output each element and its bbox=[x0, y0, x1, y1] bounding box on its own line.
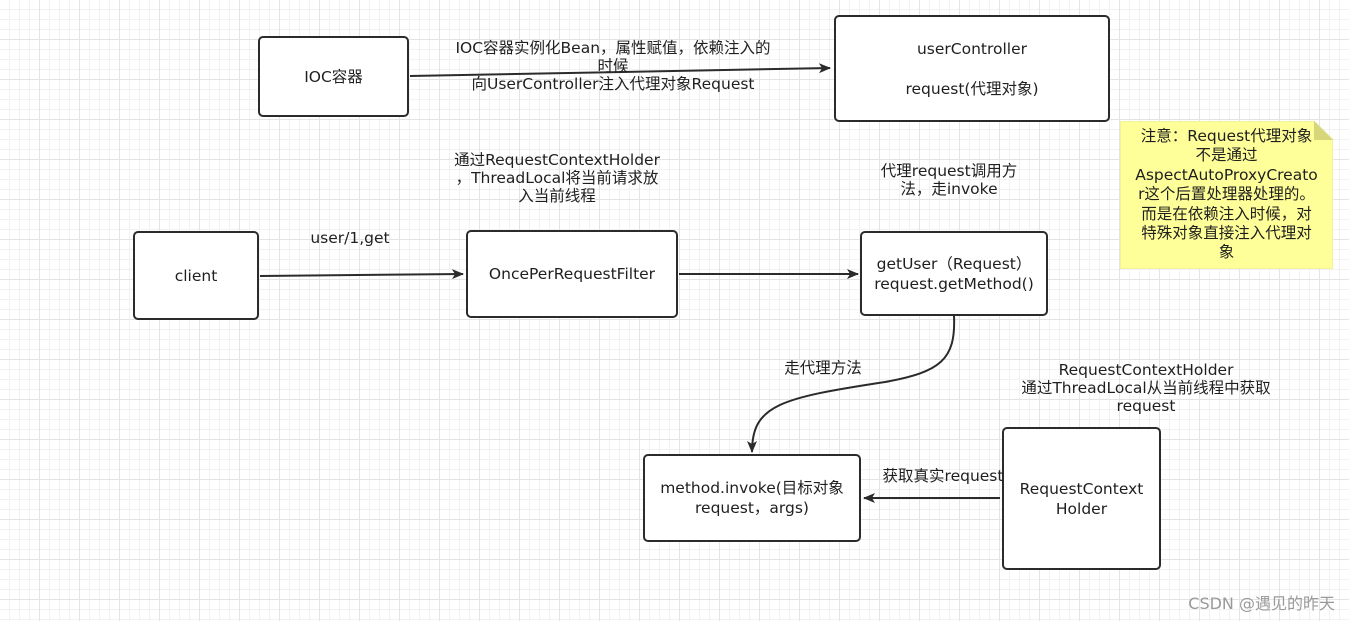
edge-client-to-filter bbox=[259, 269, 464, 280]
threadlocal-line2: ，ThreadLocal将当前请求放 bbox=[455, 169, 659, 187]
inject-label-line1: IOC容器实例化Bean，属性赋值，依赖注入的 bbox=[455, 39, 771, 57]
sticky-note-body bbox=[1120, 121, 1333, 269]
holder-desc-line1: RequestContextHolder bbox=[1058, 361, 1234, 379]
proxy-method-label: 走代理方法 bbox=[784, 359, 862, 377]
threadlocal-line3: 入当前线程 bbox=[518, 187, 596, 205]
user-controller-node[interactable]: userController request(代理对象) bbox=[834, 15, 1110, 122]
filter-label: OncePerRequestFilter bbox=[488, 265, 656, 283]
proxy-invoke-line2: 法，走invoke bbox=[900, 180, 998, 198]
note-line7: 象 bbox=[1218, 243, 1235, 262]
get-user-line1: getUser（Request） bbox=[876, 254, 1032, 273]
request-context-holder-node[interactable]: RequestContext Holder bbox=[1002, 427, 1161, 570]
method-invoke-node[interactable]: method.invoke(目标对象 request，args) bbox=[643, 454, 861, 542]
note-line3: AspectAutoProxyCreato bbox=[1135, 165, 1318, 184]
threadlocal-edge-label: 通过RequestContextHolder ，ThreadLocal将当前请求… bbox=[437, 151, 677, 205]
holder-description-label: RequestContextHolder 通过ThreadLocal从当前线程中… bbox=[1006, 361, 1286, 415]
ioc-container-label: IOC容器 bbox=[304, 67, 363, 86]
sticky-note-text: 注意：Request代理对象 不是通过 AspectAutoProxyCreat… bbox=[1120, 127, 1333, 263]
note-line6: 特殊对象直接注入代理对 bbox=[1141, 224, 1312, 243]
proxy-invoke-line1: 代理request调用方 bbox=[880, 162, 1018, 180]
method-invoke-line2: request，args) bbox=[695, 499, 809, 517]
filter-node[interactable]: OncePerRequestFilter bbox=[466, 230, 678, 318]
edge-ioc-to-usercontroller bbox=[409, 63, 831, 77]
edge-getuser-to-invoke bbox=[747, 315, 956, 453]
user-controller-field: request(代理对象) bbox=[905, 79, 1039, 98]
sticky-note-fold bbox=[1314, 121, 1333, 140]
sticky-note[interactable]: 注意：Request代理对象 不是通过 AspectAutoProxyCreat… bbox=[1120, 121, 1333, 269]
note-line2: 不是通过 bbox=[1195, 146, 1258, 165]
holder-line2: Holder bbox=[1055, 499, 1108, 518]
inject-label-line2: 时候 bbox=[597, 57, 629, 75]
sticky-note-shape bbox=[1120, 121, 1333, 269]
get-user-node[interactable]: getUser（Request） request.getMethod() bbox=[860, 231, 1048, 316]
holder-line1: RequestContext bbox=[1019, 479, 1144, 498]
client-node[interactable]: client bbox=[133, 231, 259, 320]
holder-desc-line3: request bbox=[1116, 397, 1176, 415]
csdn-watermark: CSDN @遇见的昨天 bbox=[1188, 594, 1335, 613]
method-invoke-line1: method.invoke(目标对象 bbox=[660, 479, 844, 497]
threadlocal-line1: 通过RequestContextHolder bbox=[454, 151, 660, 169]
real-request-label: 获取真实request bbox=[882, 467, 1004, 485]
note-line1: 注意：Request代理对象 bbox=[1140, 127, 1313, 145]
note-line5: 而是在依赖注入时候，对 bbox=[1141, 204, 1312, 223]
get-user-line2: request.getMethod() bbox=[874, 274, 1034, 293]
holder-desc-line2: 通过ThreadLocal从当前线程中获取 bbox=[1021, 379, 1271, 397]
note-line4: r这个后置处理器处理的。 bbox=[1138, 185, 1315, 204]
ioc-container-node[interactable]: IOC容器 bbox=[258, 36, 409, 117]
inject-label-line3: 向UserController注入代理对象Request bbox=[471, 75, 755, 93]
inject-edge-label: IOC容器实例化Bean，属性赋值，依赖注入的 时候 向UserControll… bbox=[430, 39, 796, 93]
user-controller-title: userController bbox=[916, 39, 1028, 58]
client-label: client bbox=[174, 266, 218, 285]
request-path-label: user/1,get bbox=[310, 229, 390, 247]
proxy-invoke-label: 代理request调用方 法，走invoke bbox=[860, 162, 1038, 198]
